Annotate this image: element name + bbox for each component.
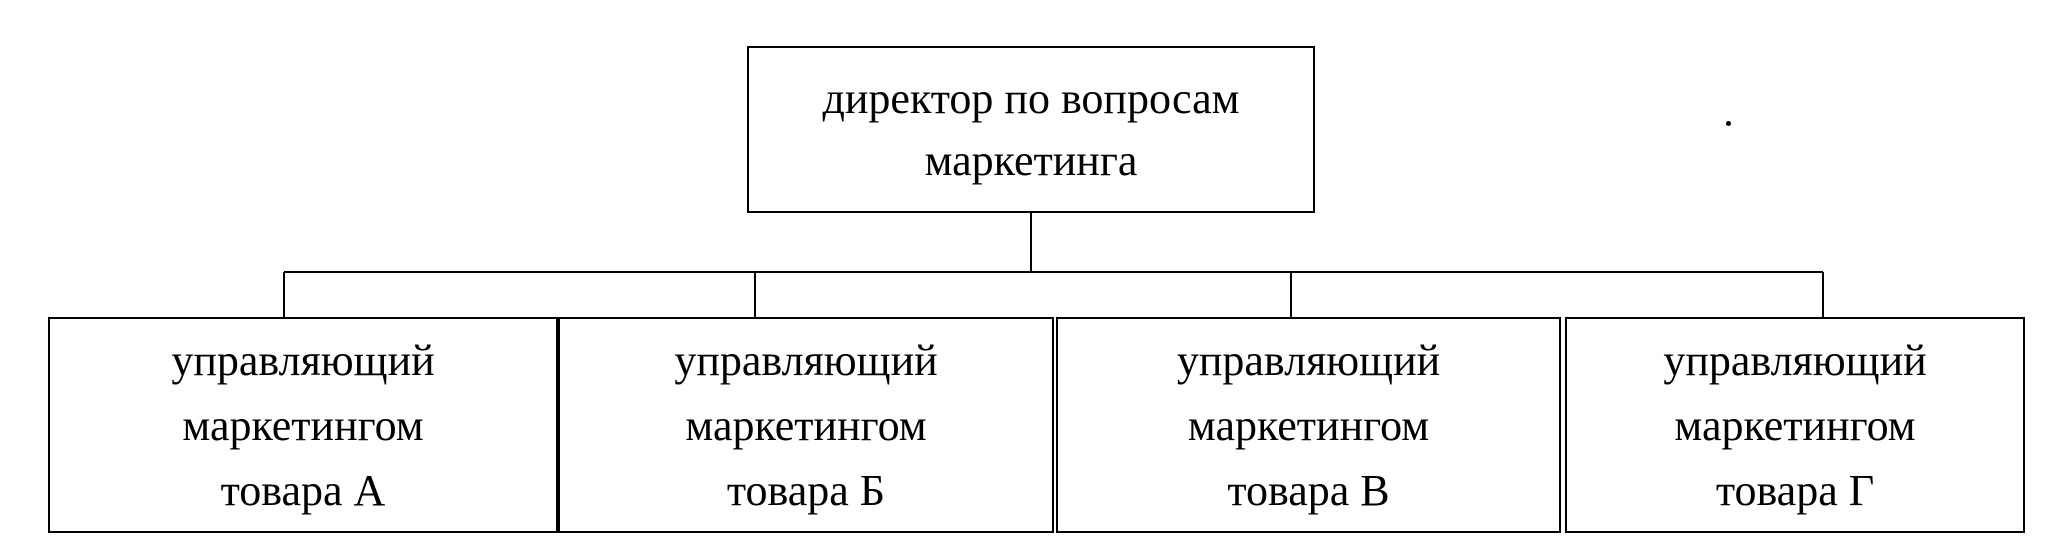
director-label-line-1: директор по вопросам	[822, 73, 1240, 123]
product-b-label-line-3: товара Б	[726, 465, 886, 515]
product-v-label-line-3: товара В	[1227, 465, 1390, 515]
product-v-manager-box: управляющий маркетингом товара В	[1056, 317, 1561, 533]
stray-dot-mark	[1726, 121, 1731, 126]
product-b-label-line-2: маркетингом	[685, 400, 927, 450]
product-g-label-line-1: управляющий	[1663, 335, 1927, 385]
product-a-label-line-3: товара А	[220, 465, 386, 515]
director-label-line-2: маркетинга	[924, 135, 1138, 185]
product-a-label-line-2: маркетингом	[182, 400, 424, 450]
product-g-manager-box: управляющий маркетингом товара Г	[1565, 317, 2025, 533]
product-g-label-line-2: маркетингом	[1674, 400, 1916, 450]
product-v-label-line-1: управляющий	[1176, 335, 1441, 385]
product-a-manager-box: управляющий маркетингом товара А	[48, 317, 558, 533]
director-marketing-box: директор по вопросам маркетинга	[747, 46, 1315, 213]
product-v-label-line-2: маркетингом	[1187, 400, 1430, 450]
product-g-label-line-3: товара Г	[1715, 465, 1875, 515]
product-a-label-line-1: управляющий	[171, 335, 435, 385]
product-b-manager-box: управляющий маркетингом товара Б	[558, 317, 1054, 533]
product-b-label-line-1: управляющий	[674, 335, 938, 385]
